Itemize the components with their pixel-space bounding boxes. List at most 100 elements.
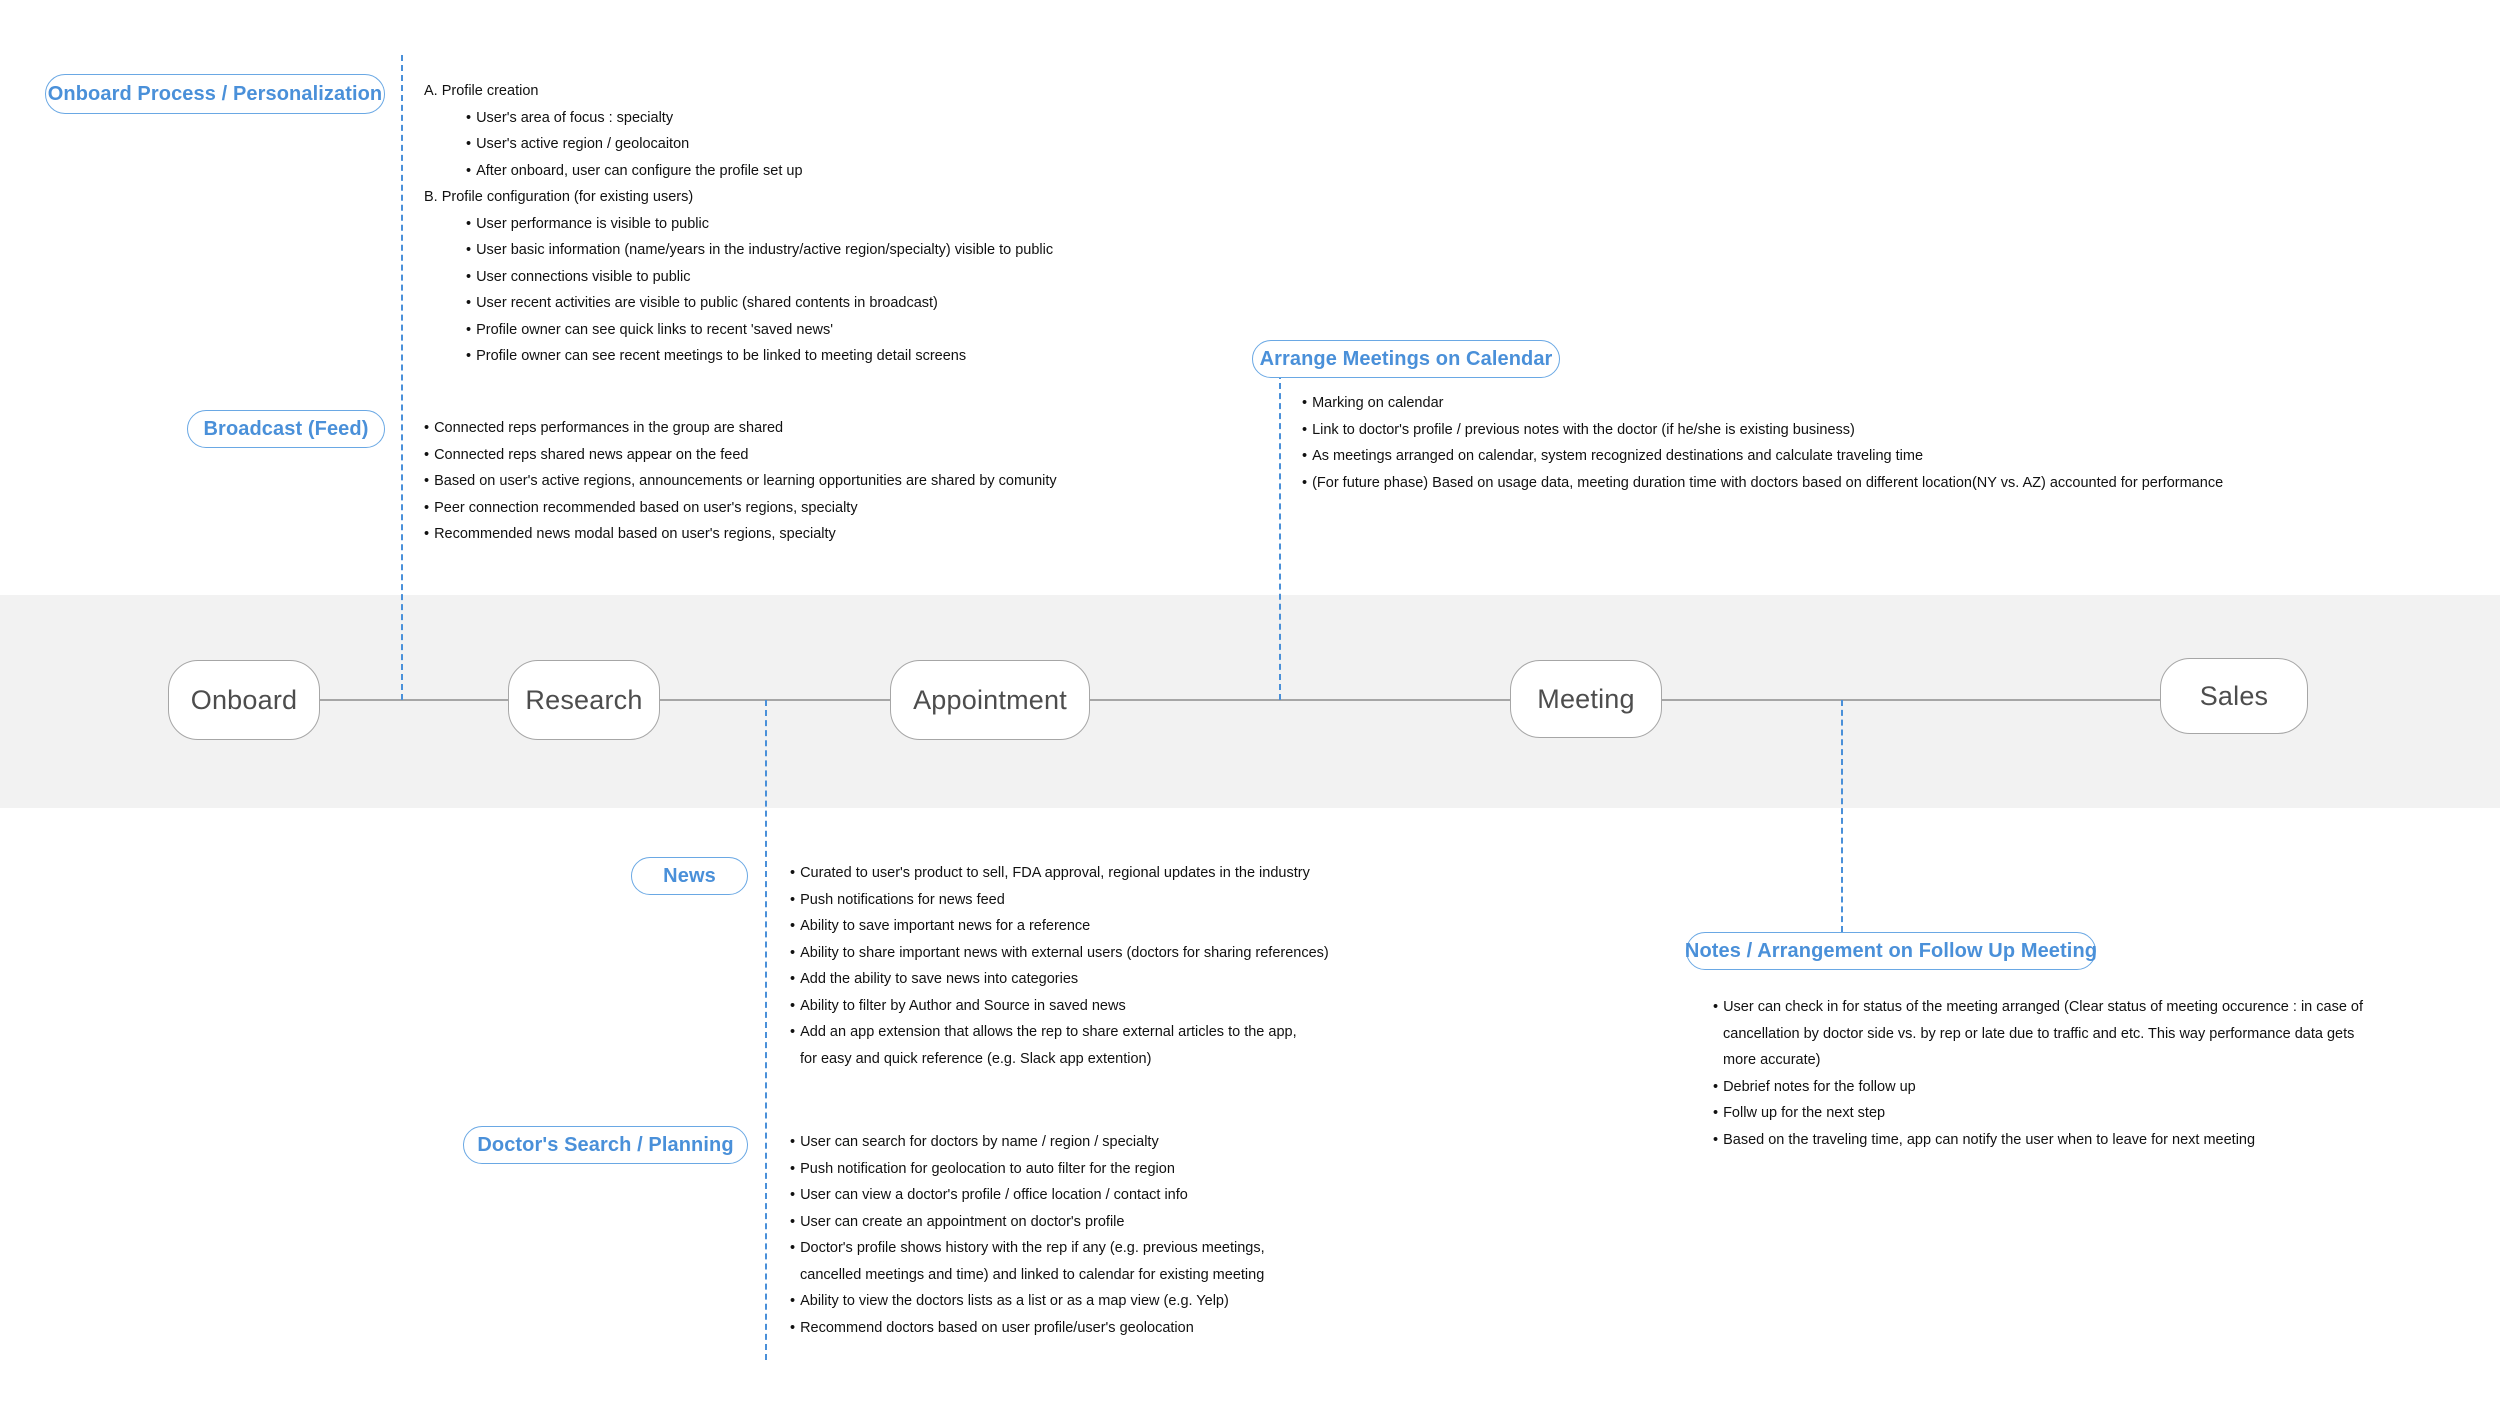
list-item-continuation: more accurate) (1723, 1052, 1821, 1068)
bullet-glyph: • (1302, 474, 1308, 491)
bullet-glyph: • (424, 526, 430, 542)
list-item-continuation: cancelled meetings and time) and linked … (800, 1266, 1265, 1283)
pill-label: Notes / Arrangement on Follow Up Meeting (1684, 939, 2098, 962)
list-item: •Connected reps shared news appear on th… (424, 446, 749, 463)
bullet-glyph: • (424, 473, 430, 489)
stage-node-sales[interactable]: Sales (2160, 658, 2308, 734)
list-item: •Based on user's active regions, announc… (424, 473, 1057, 489)
bullet-glyph: • (1713, 1078, 1719, 1095)
stage-node-research[interactable]: Research (508, 660, 660, 740)
pill-label: Broadcast (Feed) (203, 417, 369, 440)
list-item: •User's active region / geolocaiton (466, 136, 690, 152)
bullet-glyph: • (424, 420, 430, 436)
bullet-glyph: • (790, 1293, 796, 1309)
list-item: •Profile owner can see quick links to re… (466, 321, 834, 338)
bullet-glyph: • (424, 446, 430, 463)
timeline-axis-segment-4 (1660, 699, 2164, 701)
list-item: •Add the ability to save news into categ… (790, 971, 1079, 987)
list-item: •User recent activities are visible to p… (466, 295, 938, 311)
list-item: •User can search for doctors by name / r… (790, 1134, 1159, 1150)
bullet-glyph: • (466, 109, 472, 126)
bullet-glyph: • (466, 162, 472, 179)
bullet-glyph: • (790, 1160, 796, 1177)
list-item: •Ability to save important news for a re… (790, 918, 1091, 934)
group-header-b: B. Profile configuration (for existing u… (424, 189, 694, 205)
list-item: •Profile owner can see recent meetings t… (466, 348, 967, 364)
bullet-glyph: • (790, 1319, 796, 1336)
list-item: •Recommend doctors based on user profile… (790, 1319, 1194, 1336)
text-block-doctors-search: •User can search for doctors by name / r… (790, 1135, 1265, 1347)
text-block-onboard-personalization: A. Profile creation •User's area of focu… (424, 84, 1053, 376)
bullet-glyph: • (790, 1024, 796, 1040)
bullet-glyph: • (790, 1134, 796, 1150)
list-item: •Ability to share important news with ex… (790, 944, 1329, 961)
list-item: •Link to doctor's profile / previous not… (1302, 421, 1855, 438)
connector-arrange-meetings (1279, 373, 1281, 700)
list-item: •Debrief notes for the follow up (1713, 1078, 1916, 1095)
bullet-glyph: • (790, 1187, 796, 1203)
timeline-axis-segment-1 (318, 699, 516, 701)
stage-label: Sales (2199, 680, 2269, 711)
bullet-glyph: • (1713, 1131, 1719, 1148)
bullet-glyph: • (1302, 395, 1308, 411)
list-item: •Peer connection recommended based on us… (424, 499, 858, 516)
stage-label: Appointment (913, 684, 1067, 715)
list-item: •Doctor's profile shows history with the… (790, 1240, 1265, 1256)
bullet-glyph: • (790, 865, 796, 881)
list-item: •Ability to filter by Author and Source … (790, 997, 1126, 1014)
list-item-continuation: for easy and quick reference (e.g. Slack… (800, 1050, 1152, 1067)
group-header-a: A. Profile creation (424, 83, 539, 99)
pill-onboard-process-personalization[interactable]: Onboard Process / Personalization (45, 74, 385, 114)
list-item: •Ability to view the doctors lists as a … (790, 1293, 1229, 1309)
list-item: •User can create an appointment on docto… (790, 1213, 1125, 1230)
pill-arrange-meetings-on-calendar[interactable]: Arrange Meetings on Calendar (1252, 340, 1560, 378)
pill-label: Arrange Meetings on Calendar (1259, 347, 1553, 370)
pill-broadcast-feed[interactable]: Broadcast (Feed) (187, 410, 385, 448)
bullet-glyph: • (424, 499, 430, 516)
stage-node-onboard[interactable]: Onboard (168, 660, 320, 740)
bullet-glyph: • (1713, 1105, 1719, 1121)
bullet-glyph: • (790, 918, 796, 934)
bullet-glyph: • (1713, 999, 1719, 1015)
list-item: •Add an app extension that allows the re… (790, 1024, 1297, 1040)
text-block-broadcast-feed: •Connected reps performances in the grou… (424, 421, 1057, 554)
list-item: •Follw up for the next step (1713, 1105, 1886, 1121)
bullet-glyph: • (466, 321, 472, 338)
bullet-glyph: • (790, 891, 796, 908)
timeline-axis-segment-3 (1040, 699, 1510, 701)
stage-node-meeting[interactable]: Meeting (1510, 660, 1662, 738)
text-block-arrange-meetings: •Marking on calendar •Link to doctor's p… (1302, 396, 2223, 502)
bullet-glyph: • (466, 295, 472, 311)
list-item: •User can check in for status of the mee… (1713, 999, 2364, 1015)
list-item: •After onboard, user can configure the p… (466, 162, 803, 179)
bullet-glyph: • (466, 136, 472, 152)
text-block-notes-followup: •User can check in for status of the mee… (1713, 1000, 2363, 1159)
stage-label: Meeting (1537, 683, 1635, 714)
list-item: •As meetings arranged on calendar, syste… (1302, 448, 1924, 464)
pill-news[interactable]: News (631, 857, 748, 895)
list-item-continuation: cancellation by doctor side vs. by rep o… (1723, 1025, 2355, 1042)
stage-node-appointment[interactable]: Appointment (890, 660, 1090, 740)
bullet-glyph: • (790, 1213, 796, 1230)
bullet-glyph: • (790, 997, 796, 1014)
bullet-glyph: • (1302, 421, 1308, 438)
list-item: •User can view a doctor's profile / offi… (790, 1187, 1188, 1203)
list-item: •(For future phase) Based on usage data,… (1302, 474, 2224, 491)
bullet-glyph: • (466, 215, 472, 232)
bullet-glyph: • (1302, 448, 1308, 464)
pill-doctors-search-planning[interactable]: Doctor's Search / Planning (463, 1126, 748, 1164)
list-item: •Recommended news modal based on user's … (424, 526, 836, 542)
pill-label: Doctor's Search / Planning (477, 1133, 734, 1156)
pill-label: News (663, 864, 716, 887)
list-item: •Connected reps performances in the grou… (424, 420, 784, 436)
list-item: •User basic information (name/years in t… (466, 242, 1054, 258)
stage-label: Research (525, 684, 643, 715)
bullet-glyph: • (466, 268, 472, 285)
list-item: •User connections visible to public (466, 268, 691, 285)
bullet-glyph: • (466, 242, 472, 258)
stage-label: Onboard (190, 684, 298, 715)
pill-notes-arrangement-follow-up-meeting[interactable]: Notes / Arrangement on Follow Up Meeting (1684, 932, 2098, 970)
journey-band (0, 595, 2500, 808)
pill-label: Onboard Process / Personalization (47, 82, 383, 105)
